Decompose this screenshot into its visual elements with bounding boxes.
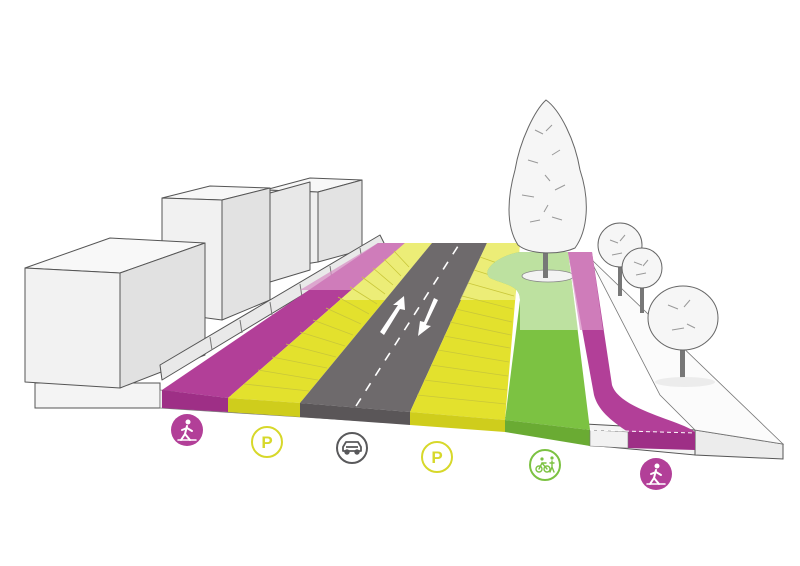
- legend: P P: [171, 414, 672, 490]
- sidewalk-right: [568, 252, 696, 450]
- parking-left: [228, 243, 432, 417]
- car-icon: [342, 441, 362, 455]
- greenway: [487, 252, 590, 446]
- round-tree-3-icon: [647, 285, 719, 387]
- legend-greenway: [529, 449, 561, 481]
- travel-lanes: [300, 242, 487, 425]
- building-small-front: [269, 181, 311, 283]
- parking-icon: P: [261, 433, 272, 452]
- building-mid-front: [221, 187, 271, 321]
- arrow-up-icon: [380, 296, 405, 335]
- building-front-side: [24, 267, 121, 389]
- legend-sidewalk-left: [171, 414, 203, 446]
- pedestrian-icon: [646, 463, 666, 485]
- tall-tree-icon: [508, 99, 587, 278]
- pedestrian-icon: [177, 419, 197, 441]
- legend-parking-right: P: [421, 441, 453, 473]
- legend-sidewalk-right: [640, 458, 672, 490]
- buildings: [24, 177, 386, 389]
- legend-parking-left: P: [251, 426, 283, 458]
- arrow-down-icon: [418, 298, 438, 336]
- legend-travel-lane: [336, 432, 368, 464]
- trees: [508, 99, 719, 387]
- sidewalk-left: [162, 243, 405, 412]
- bike-pedestrian-icon: [535, 456, 555, 473]
- parking-icon: P: [431, 448, 442, 467]
- round-tree-2-icon: [621, 247, 663, 313]
